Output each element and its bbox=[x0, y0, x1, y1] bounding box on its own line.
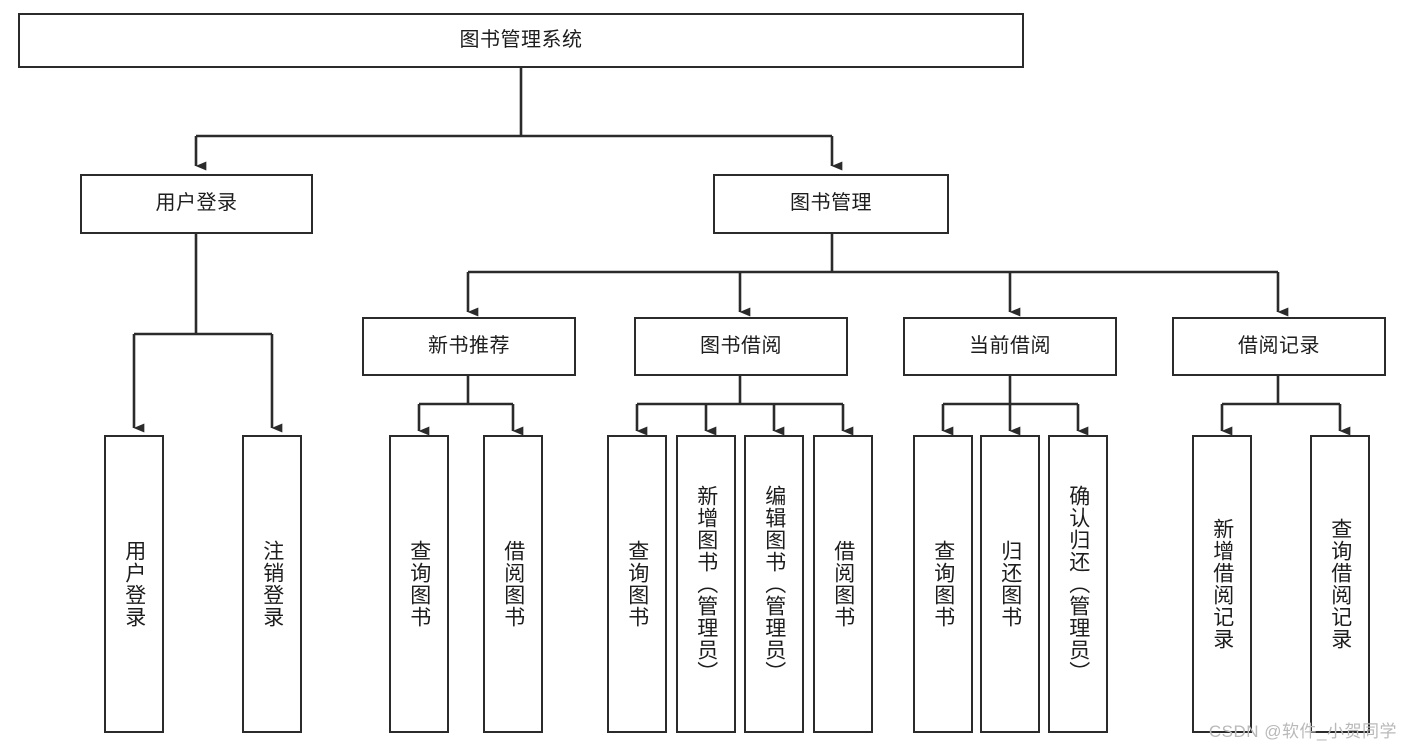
node-label: 编辑图书（管理员） bbox=[762, 485, 786, 683]
leaf-record-add-borrow-record[interactable]: 新增借阅记录 bbox=[1192, 435, 1252, 733]
node-new-book-recommend[interactable]: 新书推荐 bbox=[362, 317, 576, 376]
node-label: 当前借阅 bbox=[969, 334, 1051, 357]
node-label: 查询图书 bbox=[931, 540, 955, 628]
node-label: 用户登录 bbox=[155, 192, 238, 215]
node-user-login[interactable]: 用户登录 bbox=[80, 174, 313, 234]
leaf-current-query-book[interactable]: 查询图书 bbox=[913, 435, 973, 733]
node-label: 查询借阅记录 bbox=[1328, 518, 1352, 650]
node-label: 确认归还（管理员） bbox=[1066, 485, 1090, 683]
node-current-borrow[interactable]: 当前借阅 bbox=[903, 317, 1117, 376]
node-book-management[interactable]: 图书管理 bbox=[713, 174, 949, 234]
node-label: 图书管理系统 bbox=[459, 28, 583, 51]
leaf-user-login[interactable]: 用户登录 bbox=[104, 435, 164, 733]
node-label: 图书借阅 bbox=[700, 334, 782, 357]
leaf-borrow-borrow-book[interactable]: 借阅图书 bbox=[813, 435, 873, 733]
node-label: 注销登录 bbox=[260, 540, 284, 628]
node-label: 借阅图书 bbox=[501, 540, 525, 628]
node-label: 查询图书 bbox=[407, 540, 431, 628]
leaf-user-logout[interactable]: 注销登录 bbox=[242, 435, 302, 733]
node-root-system[interactable]: 图书管理系统 bbox=[18, 13, 1024, 68]
node-label: 借阅图书 bbox=[831, 540, 855, 628]
leaf-current-return-book[interactable]: 归还图书 bbox=[980, 435, 1040, 733]
node-label: 新增借阅记录 bbox=[1210, 518, 1234, 650]
node-label: 图书管理 bbox=[790, 192, 872, 215]
leaf-borrow-edit-book-admin[interactable]: 编辑图书（管理员） bbox=[744, 435, 804, 733]
node-book-borrow[interactable]: 图书借阅 bbox=[634, 317, 848, 376]
node-label: 新书推荐 bbox=[428, 334, 510, 357]
node-label: 新增图书（管理员） bbox=[694, 485, 718, 683]
node-label: 归还图书 bbox=[998, 540, 1022, 628]
watermark-text: CSDN @软件_小贺同学 bbox=[1208, 722, 1397, 741]
node-label: 用户登录 bbox=[122, 540, 146, 628]
leaf-borrow-query-book[interactable]: 查询图书 bbox=[607, 435, 667, 733]
leaf-record-query-borrow-record[interactable]: 查询借阅记录 bbox=[1310, 435, 1370, 733]
leaf-recommend-borrow-book[interactable]: 借阅图书 bbox=[483, 435, 543, 733]
leaf-current-confirm-return-admin[interactable]: 确认归还（管理员） bbox=[1048, 435, 1108, 733]
node-label: 查询图书 bbox=[625, 540, 649, 628]
leaf-recommend-query-book[interactable]: 查询图书 bbox=[389, 435, 449, 733]
node-label: 借阅记录 bbox=[1238, 334, 1320, 357]
leaf-borrow-add-book-admin[interactable]: 新增图书（管理员） bbox=[676, 435, 736, 733]
node-borrow-record[interactable]: 借阅记录 bbox=[1172, 317, 1386, 376]
